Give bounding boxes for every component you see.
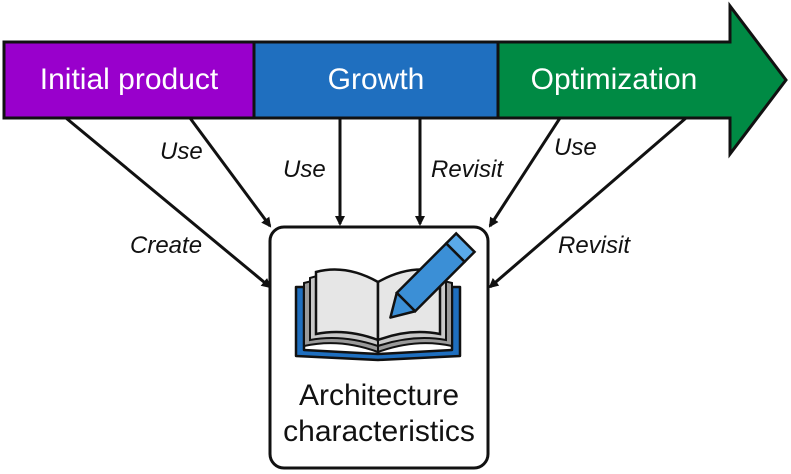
- stage-label-initial-product: Initial product: [39, 63, 219, 96]
- edge-arrows: [65, 116, 687, 289]
- edge-label-create: Create: [130, 232, 203, 259]
- edge-optimization-use-arrow: [488, 117, 562, 228]
- edge-label-optimization-use: Use: [554, 134, 597, 161]
- target-title: Architecture characteristics: [270, 378, 488, 450]
- stage-segment-initial-product: [2, 40, 256, 120]
- edge-label-initial-use: Use: [160, 138, 203, 165]
- edge-label-growth-revisit: Revisit: [431, 156, 504, 183]
- edge-initial-use-arrow: [188, 117, 272, 228]
- target-title-line2: characteristics: [283, 415, 475, 448]
- timeline-arrow: [2, 1, 788, 159]
- edge-optimization-revisit-arrow: [488, 116, 687, 289]
- stage-segment-growth: [252, 40, 500, 120]
- edge-create-arrow: [65, 116, 272, 289]
- edge-label-growth-use: Use: [283, 156, 326, 183]
- stage-label-optimization: Optimization: [530, 63, 698, 96]
- stage-segment-optimization: [496, 1, 788, 159]
- open-book-with-pencil-icon: [294, 231, 477, 362]
- stage-label-growth: Growth: [327, 63, 425, 96]
- edge-label-optimization-revisit: Revisit: [558, 232, 631, 259]
- target-title-line1: Architecture: [298, 379, 460, 412]
